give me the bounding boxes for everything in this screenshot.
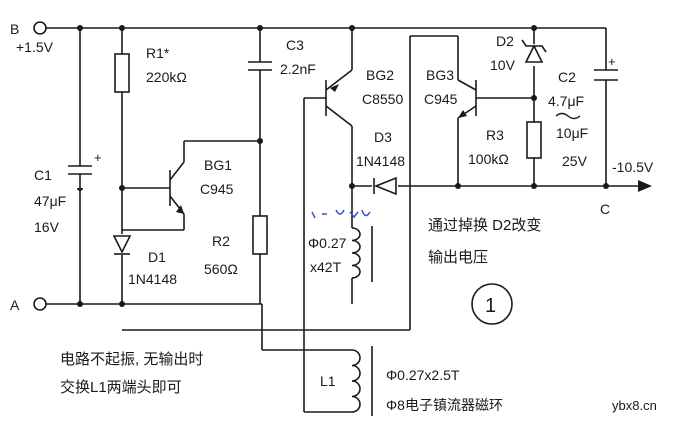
l1-spec: Φ0.27x2.5T	[386, 367, 460, 383]
watermark: ybx8.cn	[612, 398, 657, 413]
bg1-ref: BG1	[204, 157, 232, 173]
bg2-ref: BG2	[366, 67, 394, 83]
terminal-a-name: A	[10, 297, 20, 313]
junction-dots	[77, 25, 609, 307]
resistor-r1: R1* 220kΩ	[114, 45, 187, 93]
r3-value: 100kΩ	[468, 151, 509, 167]
d2-value: 10V	[490, 57, 516, 73]
c3-value: 2.2nF	[280, 61, 316, 77]
d3-ref: D3	[374, 129, 392, 145]
coil-main-turns: x42T	[310, 259, 342, 275]
bg1-part: C945	[200, 181, 234, 197]
oscillation-note-line1: 电路不起振, 无输出时	[60, 351, 203, 368]
d1-part: 1N4148	[128, 271, 177, 287]
c1-ref: C1	[34, 167, 52, 183]
l1-core: Φ8电子镇流器磁环	[386, 397, 503, 413]
output-note-line2: 输出电压	[428, 249, 488, 266]
output-note-line1: 通过掉换 D2改变	[428, 217, 541, 234]
c2-ref: C2	[558, 69, 576, 85]
terminal-b-voltage: +1.5V	[16, 39, 54, 55]
coil-l1: L1 Φ0.27x2.5T Φ8电子镇流器磁环	[320, 346, 503, 416]
resistor-r2: R2 560Ω	[204, 215, 268, 277]
capacitor-c3: C3 2.2nF	[248, 37, 316, 77]
terminal-c-voltage: -10.5V	[612, 159, 654, 175]
terminal-b-name: B	[10, 21, 19, 37]
coil-main: Φ0.27 x42T	[308, 226, 373, 282]
d1-ref: D1	[148, 249, 166, 265]
terminal-c-name: C	[600, 201, 610, 217]
figure-number-badge: 1	[471, 283, 513, 325]
diode-d2: D2 10V	[490, 33, 547, 73]
bg3-ref: BG3	[426, 67, 454, 83]
c3-ref: C3	[286, 37, 304, 53]
oscillation-note-line2: 交换L1两端头即可	[60, 378, 182, 396]
terminal-a: A	[10, 297, 47, 313]
resistor-r3: R3 100kΩ	[468, 121, 542, 167]
r1-value: 220kΩ	[146, 69, 187, 85]
diode-d1: D1 1N4148	[112, 235, 177, 287]
bg2-part: C8550	[362, 91, 403, 107]
c1-voltage: 16V	[34, 219, 60, 235]
transistor-bg3: BG3 C945	[424, 67, 477, 119]
bg3-part: C945	[424, 91, 458, 107]
r2-ref: R2	[212, 233, 230, 249]
c2-value1: 4.7μF	[548, 93, 584, 109]
diode-d3: D3 1N4148	[356, 129, 405, 196]
c1-value: 47μF	[34, 193, 66, 209]
r1-ref: R1*	[146, 45, 170, 61]
d3-part: 1N4148	[356, 153, 405, 169]
svg-text:+: +	[94, 150, 102, 165]
figure-number: 1	[485, 295, 496, 317]
r2-value: 560Ω	[204, 261, 238, 277]
c2-voltage: 25V	[562, 153, 588, 169]
transistor-bg1: BG1 C945	[169, 157, 234, 215]
notes: 通过掉换 D2改变 输出电压 电路不起振, 无输出时 交换L1两端头即可	[60, 217, 541, 396]
scribble-marks	[311, 209, 371, 219]
terminal-b: B +1.5V	[10, 21, 54, 55]
r3-ref: R3	[486, 127, 504, 143]
d2-ref: D2	[496, 33, 514, 49]
transistor-bg2: BG2 C8550	[325, 67, 403, 127]
capacitor-c2: + C2 4.7μF 10μF 25V	[548, 54, 618, 169]
svg-text:+: +	[608, 54, 616, 69]
l1-ref: L1	[320, 373, 336, 389]
capacitor-c1: + C1 47μF 16V	[34, 150, 102, 235]
coil-main-wire: Φ0.27	[308, 235, 347, 251]
terminal-c: -10.5V C	[600, 159, 654, 217]
c2-value2: 10μF	[556, 125, 588, 141]
